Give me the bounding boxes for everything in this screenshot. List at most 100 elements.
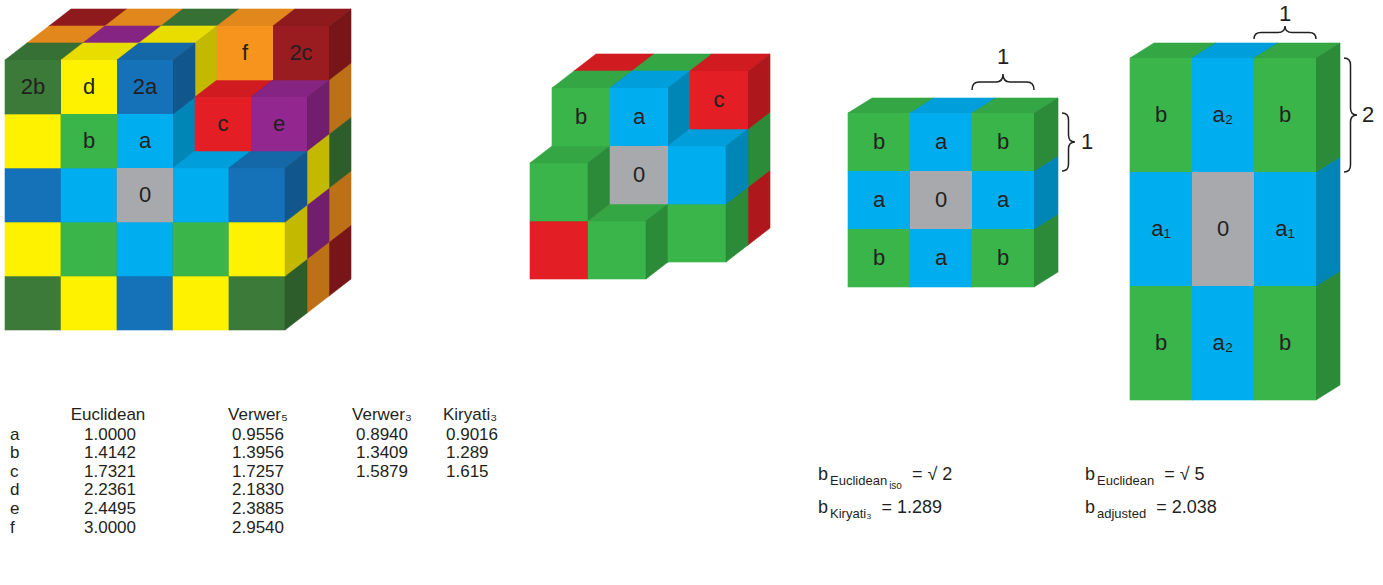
- voxel-front: [1192, 58, 1254, 172]
- voxel: [251, 80, 329, 151]
- voxel-side: [646, 204, 668, 279]
- voxel-front: [229, 168, 285, 222]
- row-label: f: [10, 519, 15, 536]
- voxel-face: b: [972, 113, 1034, 171]
- voxel-side: [285, 151, 307, 222]
- row-label: b: [10, 444, 19, 461]
- voxel-front: [530, 163, 588, 221]
- voxel-face: b: [1130, 58, 1192, 172]
- table-cell: 2.2361: [84, 481, 136, 498]
- voxel-label: b: [873, 131, 885, 153]
- voxel-front: [610, 88, 668, 146]
- dimension-label: 1: [1279, 3, 1291, 25]
- voxel: [530, 146, 610, 221]
- voxel-front: [61, 60, 117, 114]
- formula-text: b: [818, 465, 828, 483]
- voxel-face: b: [61, 114, 117, 168]
- voxel-front: [61, 168, 117, 222]
- voxel-face: a: [610, 88, 668, 146]
- voxel-face: e: [251, 97, 307, 151]
- voxel: [1254, 43, 1340, 172]
- voxel-face: f: [217, 26, 273, 80]
- voxel: [668, 129, 748, 204]
- voxel-face: a: [910, 229, 972, 287]
- voxel-label: b: [1279, 332, 1291, 354]
- dimension-label: 2: [1362, 104, 1374, 126]
- voxel-label: a₂: [1213, 104, 1234, 126]
- subscript-text: Euclidean: [830, 474, 887, 487]
- voxel-side: [748, 54, 770, 129]
- voxel-side: [1034, 98, 1058, 171]
- voxel-face: b: [1254, 58, 1316, 172]
- voxel-face: a₂: [1192, 58, 1254, 172]
- column-header: Verwer₅: [228, 406, 288, 423]
- voxel-label: a: [997, 189, 1009, 211]
- voxel-label: a: [633, 106, 645, 128]
- voxel-label: c: [714, 89, 725, 111]
- voxel: [972, 98, 1058, 171]
- table-cell: 1.5879: [356, 463, 408, 480]
- voxel-front: [588, 221, 646, 279]
- table-cell: 2.9540: [232, 519, 284, 536]
- voxel-front: [1254, 172, 1316, 286]
- voxel-front: [690, 71, 748, 129]
- voxel-side: [726, 129, 748, 204]
- voxel-side: [329, 9, 351, 80]
- voxel-label: 0: [935, 189, 947, 211]
- voxel-face: b: [848, 229, 910, 287]
- voxel-face: b: [1130, 286, 1192, 400]
- voxel-front: [217, 26, 273, 80]
- voxel: [1254, 157, 1340, 286]
- voxel-front: [5, 114, 61, 168]
- table-cell: 1.289: [446, 444, 489, 461]
- voxel-face: a₂: [1192, 286, 1254, 400]
- row-label: c: [10, 463, 19, 480]
- table-cell: 1.0000: [84, 426, 136, 443]
- voxel-face: a: [848, 171, 910, 229]
- voxel-front: [972, 113, 1034, 171]
- row-label: a: [10, 426, 19, 443]
- voxel-face: 0: [1192, 172, 1254, 286]
- voxel-label: 0: [633, 164, 645, 186]
- voxel-front: [117, 114, 173, 168]
- voxel-front: [61, 222, 117, 276]
- table-cell: 2.3885: [232, 500, 284, 517]
- voxel-side: [1316, 157, 1340, 286]
- table-cell: 1.3956: [232, 444, 284, 461]
- formula-text: = 2.038: [1156, 498, 1217, 516]
- voxel-face: b: [972, 229, 1034, 287]
- voxel-front: [117, 60, 173, 114]
- voxel-label: 2b: [21, 76, 45, 98]
- voxel-front: [61, 114, 117, 168]
- voxel-side: [1316, 43, 1340, 172]
- voxel-face: a₁: [1254, 172, 1316, 286]
- voxel-block: [1130, 43, 1340, 400]
- table-cell: 3.0000: [84, 519, 136, 536]
- row-label: e: [10, 500, 19, 517]
- voxel-front: [5, 60, 61, 114]
- voxel-label: a₁: [1275, 218, 1295, 240]
- voxel-front: [1130, 58, 1192, 172]
- voxel-front: [1130, 172, 1192, 286]
- table-cell: 2.1830: [232, 481, 284, 498]
- voxel-front: [1130, 286, 1192, 400]
- voxel-face: b: [1254, 286, 1316, 400]
- voxel-face: c: [690, 71, 748, 129]
- table-cell: 1.7321: [84, 463, 136, 480]
- voxel-front: [1192, 286, 1254, 400]
- voxel-face: 2a: [117, 60, 173, 114]
- column-header: Euclidean: [71, 406, 146, 423]
- voxel-front: [910, 229, 972, 287]
- voxel-face: d: [61, 60, 117, 114]
- voxel-side: [173, 43, 195, 114]
- voxel-label: e: [273, 113, 285, 135]
- voxel-block: [530, 54, 770, 279]
- dimension-brace: [1344, 58, 1357, 172]
- voxel-front: [229, 276, 285, 330]
- table-cell: 1.7257: [232, 463, 284, 480]
- voxel: [588, 204, 668, 279]
- table-cell: 1.3409: [356, 444, 408, 461]
- voxel-front: [530, 221, 588, 279]
- voxel-label: d: [83, 76, 95, 98]
- voxel-face: a: [910, 113, 972, 171]
